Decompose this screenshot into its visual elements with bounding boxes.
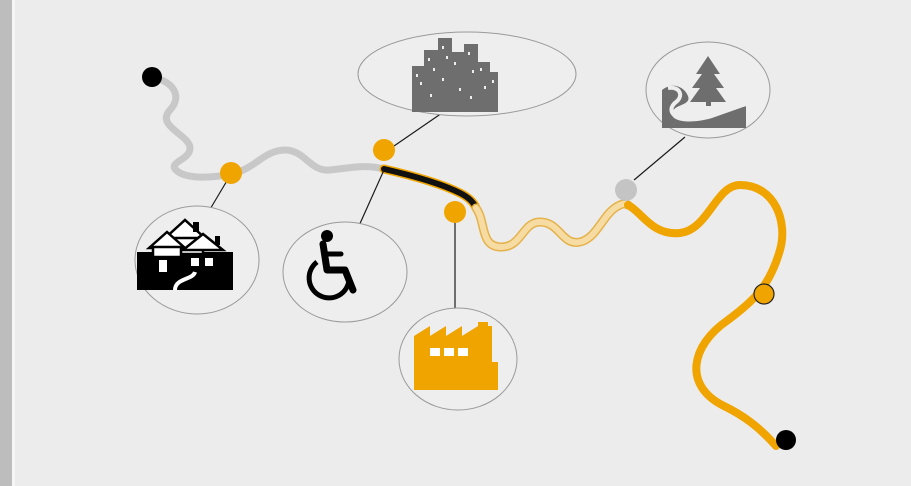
city-bubble [357, 31, 577, 117]
leader-accessibility [357, 169, 385, 229]
left-edge-highlight [12, 0, 15, 486]
factory-icon [414, 322, 498, 390]
segment-beige-industrial [473, 200, 631, 250]
leader-city [393, 112, 443, 147]
downstream-marker [753, 283, 775, 305]
segment-black-urban [381, 166, 479, 211]
industry-marker [444, 201, 466, 223]
accessibility-bubble [282, 221, 408, 323]
residential-bubble [134, 205, 260, 315]
nature-bubble [645, 41, 771, 139]
route [148, 73, 787, 450]
houses-icon [137, 218, 233, 291]
markers [142, 67, 796, 450]
factory-bubble [398, 307, 518, 411]
city-marker [373, 139, 395, 161]
start-point [142, 67, 162, 87]
leader-nature [633, 136, 686, 181]
wheelchair-icon [306, 230, 357, 301]
left-edge-shadow [0, 0, 12, 486]
segment-orange-downstream [624, 181, 787, 450]
city-skyline-icon [412, 38, 498, 112]
landscape-river-tree-icon [662, 56, 747, 128]
segment-grey-upstream [148, 73, 388, 181]
residential-marker [220, 162, 242, 184]
end-point [776, 430, 796, 450]
nature-marker [615, 179, 637, 201]
